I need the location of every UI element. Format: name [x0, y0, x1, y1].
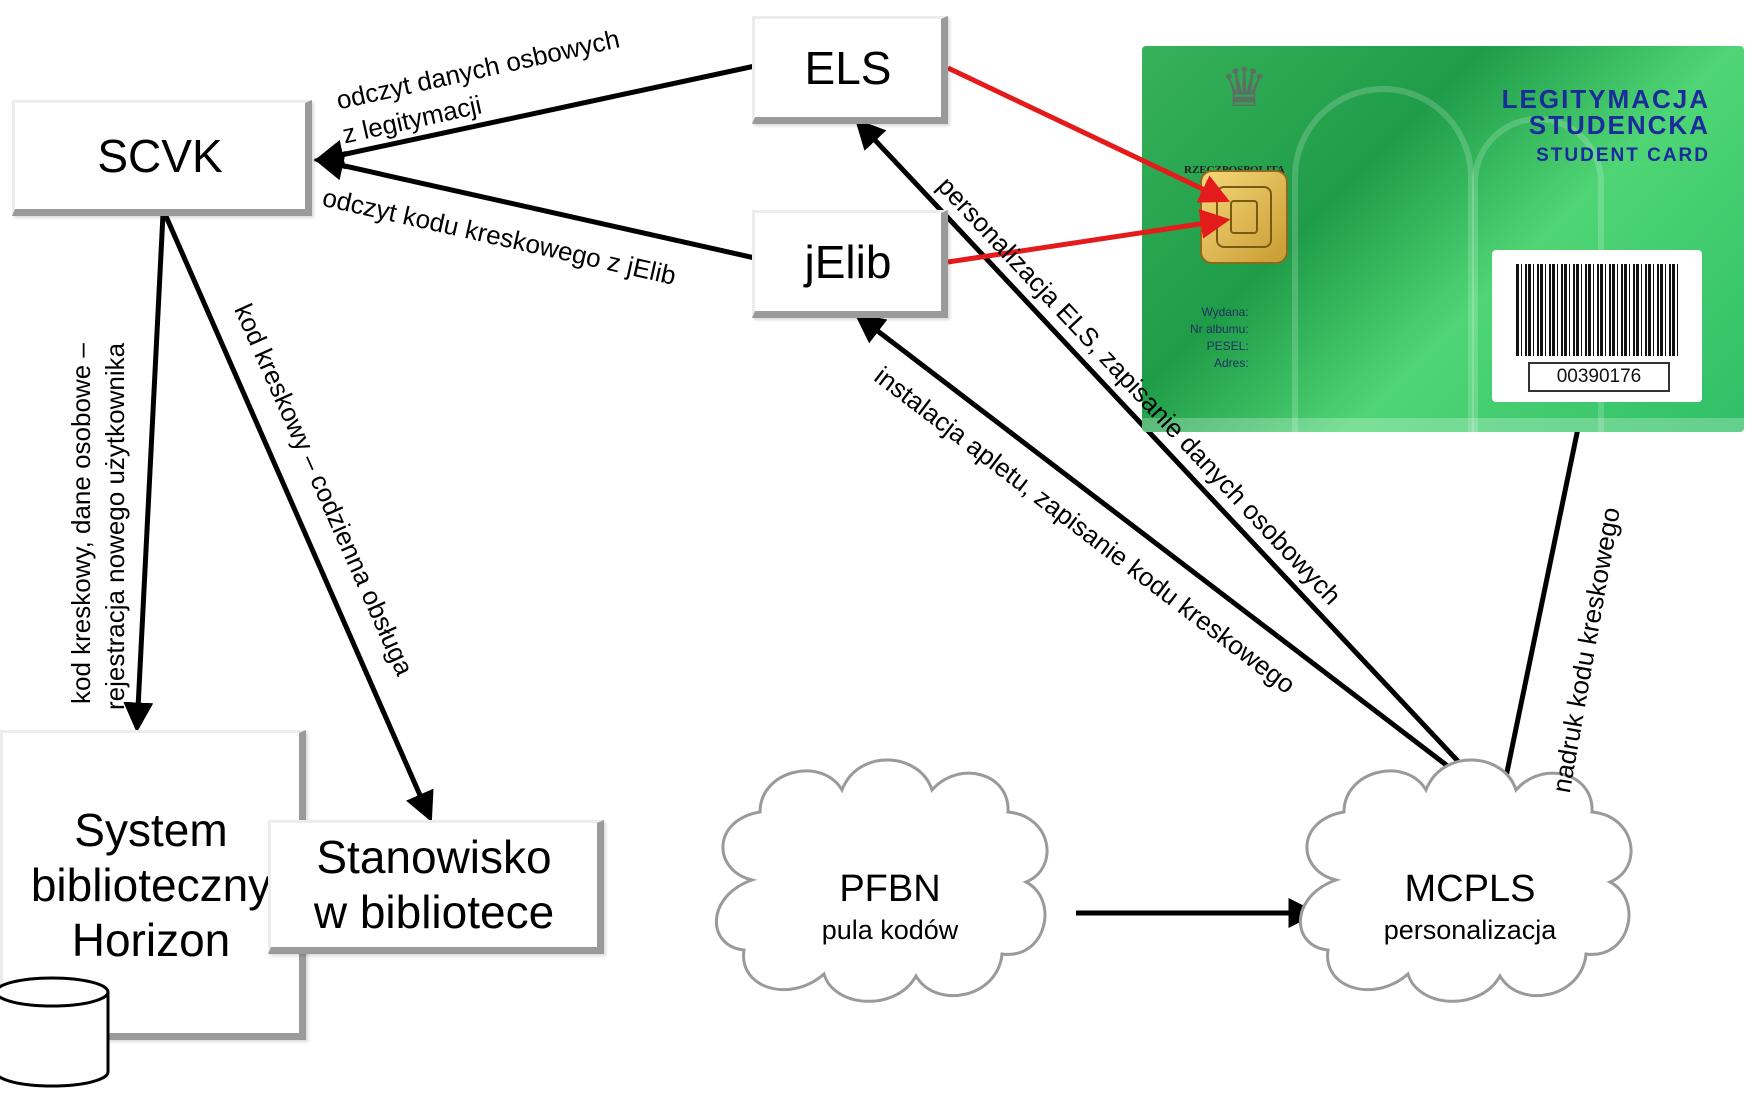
node-pfbn-title: PFBN — [839, 868, 941, 910]
node-jelib: jElib — [752, 210, 948, 318]
arrow-mcpls-to-jelib — [854, 313, 1502, 808]
node-stanowisko-line1: Stanowisko — [316, 831, 552, 883]
arrow-mcpls-to-card — [1497, 399, 1593, 807]
node-stanowisko-line2: w bibliotece — [313, 886, 555, 938]
node-stanowisko: Stanowisko w bibliotece — [268, 820, 604, 954]
database-icon — [0, 976, 110, 1088]
arrow-jelib-to-scvk — [313, 150, 756, 261]
node-mcpls-subtitle: personalizacja — [1383, 915, 1557, 945]
label-scvk-to-horizon-2: rejestracja nowego użytkownika — [100, 342, 130, 710]
card-fields: Wydana: Nr albumu: PESEL: Adres: — [1190, 305, 1249, 370]
node-jelib-label: jElib — [804, 235, 892, 288]
node-horizon-line2: biblioteczny — [30, 859, 272, 911]
node-scvk-label: SCVK — [97, 129, 223, 182]
node-mcpls-title: MCPLS — [1404, 868, 1536, 910]
chip-icon — [1200, 170, 1288, 264]
node-horizon: System biblioteczny Horizon — [0, 730, 306, 1040]
node-mcpls: MCPLS personalizacja — [1350, 868, 1590, 946]
node-pfbn: PFBN pula kodów — [770, 868, 1010, 946]
node-scvk: SCVK — [12, 100, 312, 216]
node-els: ELS — [752, 16, 948, 124]
node-horizon-line3: Horizon — [71, 914, 231, 966]
card-title: LEGITYMACJA STUDENCKA STUDENT CARD — [1501, 84, 1710, 166]
eagle-emblem-icon: ♛ — [1220, 58, 1269, 118]
barcode-number: 00390176 — [1528, 362, 1670, 392]
barcode-icon — [1516, 264, 1678, 356]
barcode-panel: 00390176 — [1492, 250, 1702, 402]
label-scvk-to-horizon-1: kod kreskowy, dane osobowe – — [66, 343, 96, 704]
arrow-els-to-scvk — [313, 63, 756, 170]
student-card-image: ♛ RZECZPOSPOLITA POLSKA LEGITYMACJA STUD… — [1142, 46, 1744, 432]
node-pfbn-subtitle: pula kodów — [821, 915, 959, 945]
node-horizon-line1: System — [74, 804, 228, 856]
node-els-label: ELS — [804, 41, 892, 94]
arrow-scvk-to-horizon — [123, 213, 166, 733]
arrow-scvk-to-stanowisko — [162, 212, 434, 823]
